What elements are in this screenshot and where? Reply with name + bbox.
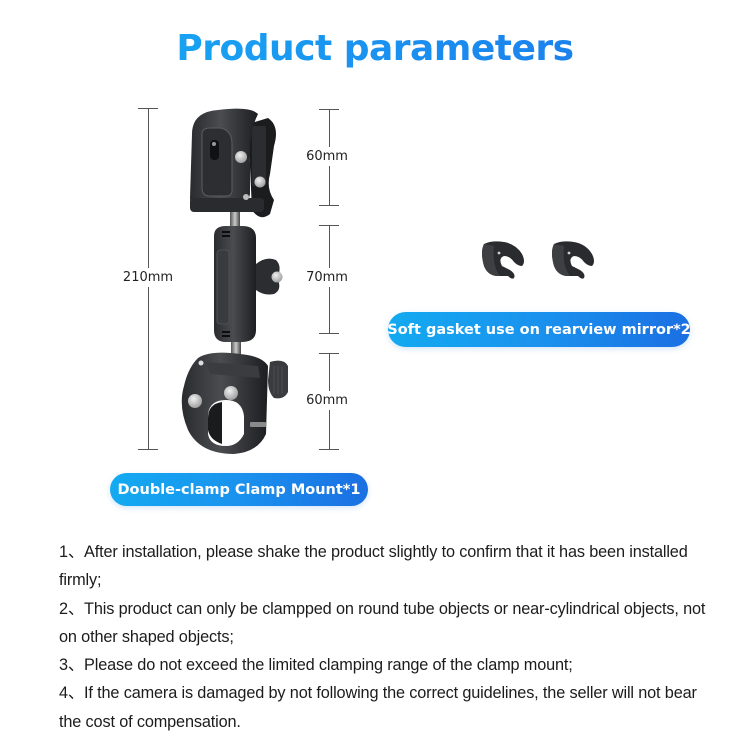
note-item: 2、This product can only be clampped on r… <box>59 599 706 646</box>
note-item: 3、Please do not exceed the limited clamp… <box>59 656 573 675</box>
upper-clamp-length-label: 60mm <box>302 147 352 166</box>
clamp-mount-icon <box>181 108 288 454</box>
usage-notes: 1、After installation, please shake the p… <box>59 538 709 736</box>
arm-length-label: 70mm <box>302 268 352 287</box>
dimension-cap <box>319 333 339 334</box>
clamp-mount-label-badge: Double-clamp Clamp Mount*1 <box>110 473 368 506</box>
note-item: 4、If the camera is damaged by not follow… <box>59 684 697 731</box>
note-item: 1、After installation, please shake the p… <box>59 543 688 590</box>
dimension-cap <box>319 205 339 206</box>
dimension-cap <box>319 449 339 450</box>
lower-clamp-length-label: 60mm <box>302 391 352 410</box>
gasket-icon <box>482 241 594 279</box>
total-height-label: 210mm <box>120 268 176 287</box>
dimension-cap-bottom <box>138 449 158 450</box>
gasket-label-text: Soft gasket use on rearview mirror*2 <box>387 321 691 338</box>
clamp-mount-label-text: Double-clamp Clamp Mount*1 <box>117 481 361 498</box>
page-title: Product parameters <box>0 28 750 69</box>
gasket-label-badge: Soft gasket use on rearview mirror*2 <box>387 312 691 347</box>
